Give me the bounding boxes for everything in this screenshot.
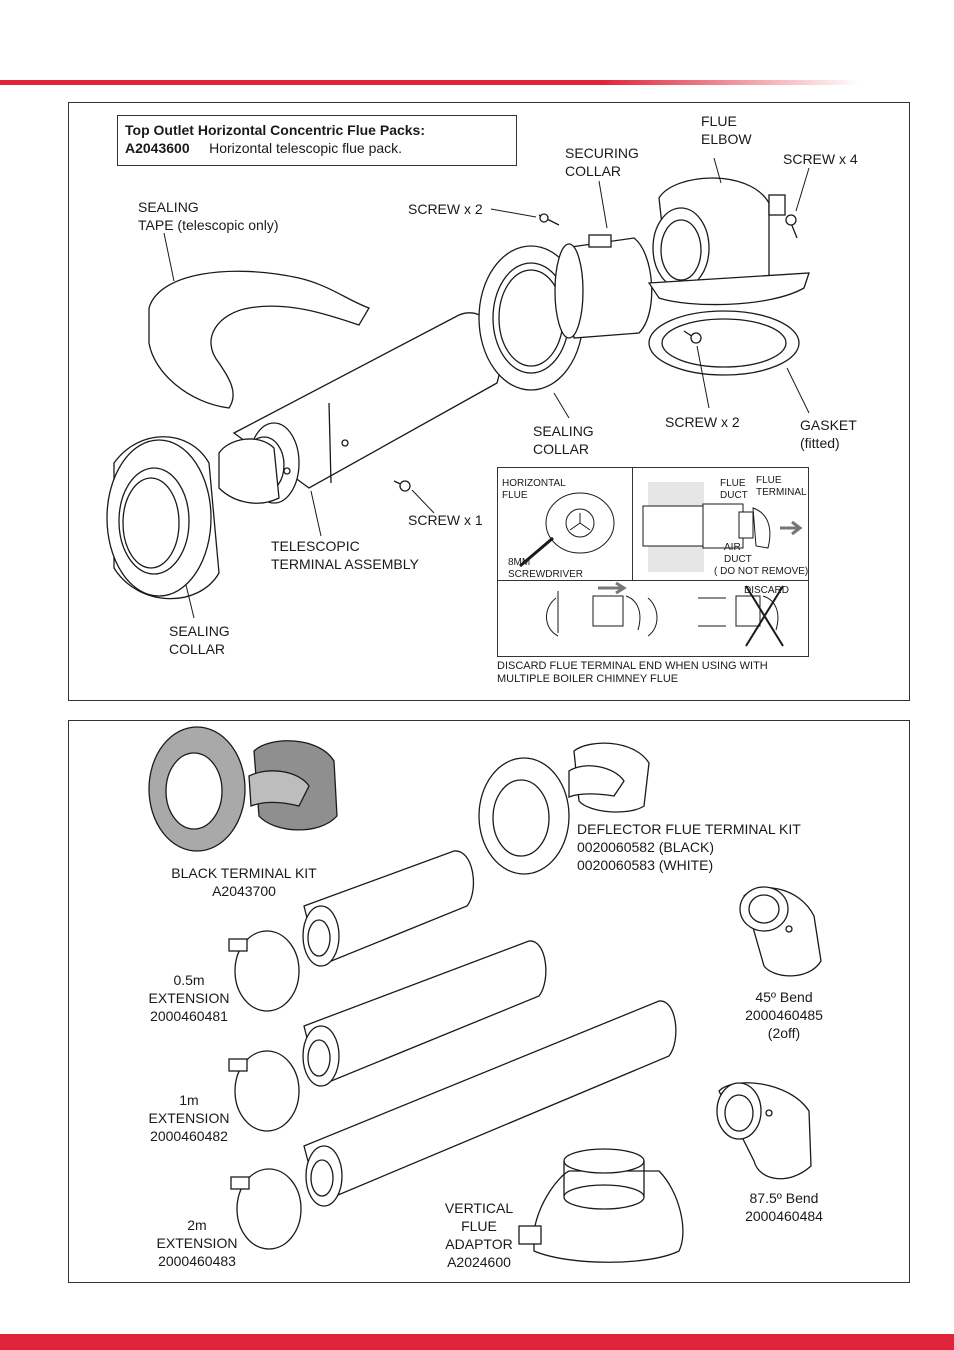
extension-1m-drawing	[228, 940, 547, 1132]
label-screw-x2-upper: SCREW x 2	[408, 201, 483, 217]
horizontal-flue-pack-panel: Top Outlet Horizontal Concentric Flue Pa…	[68, 102, 910, 701]
flue-pack-title-box: Top Outlet Horizontal Concentric Flue Pa…	[117, 115, 517, 166]
flue-pack-code: A2043600	[125, 140, 190, 156]
label-gasket: GASKET (fitted)	[800, 417, 857, 451]
bend-45-drawing	[739, 886, 822, 977]
exploded-flue-diagram	[106, 157, 810, 619]
bend-875-drawing	[716, 1082, 812, 1180]
flue-elbow-drawing	[647, 177, 810, 306]
extension-05m-drawing	[228, 850, 475, 1012]
label-discard: DISCARD	[744, 585, 790, 596]
black-terminal-kit-drawing	[148, 726, 338, 852]
label-vertical-flue-adaptor: VERTICAL FLUE ADAPTOR A2024600	[444, 1200, 514, 1270]
label-bend-875: 87.5º Bend 2000460484	[745, 1190, 823, 1224]
label-sealing-tape: SEALING TAPE (telescopic only)	[138, 199, 279, 233]
deflector-kit-drawing	[478, 742, 650, 875]
label-black-terminal-kit: BLACK TERMINAL KIT A2043700	[171, 865, 317, 899]
label-screw-x1: SCREW x 1	[408, 512, 483, 528]
label-horizontal-flue: HORIZONTAL FLUE	[502, 478, 566, 501]
label-deflector-kit: DEFLECTOR FLUE TERMINAL KIT 0020060582 (…	[577, 821, 801, 873]
label-screw-x2-lower: SCREW x 2	[665, 414, 740, 430]
label-sealing-collar-left: SEALING COLLAR	[169, 623, 230, 657]
flue-pack-desc: Horizontal telescopic flue pack.	[209, 140, 403, 156]
label-extension-1m: 1m EXTENSION 2000460482	[148, 1092, 230, 1144]
label-flue-elbow: FLUE ELBOW	[701, 113, 752, 147]
label-extension-2m: 2m EXTENSION 2000460483	[156, 1217, 238, 1269]
flue-accessories-panel: BLACK TERMINAL KIT A2043700 DEFLECTOR FL…	[68, 720, 910, 1283]
label-telescopic-terminal: TELESCOPIC TERMINAL ASSEMBLY	[271, 538, 419, 572]
inset-detail-drawing	[519, 482, 803, 647]
header-accent-rule	[0, 80, 860, 85]
telescopic-terminal-drawing	[218, 312, 502, 504]
leader-lines	[163, 157, 810, 619]
sealing-tape-drawing	[148, 270, 370, 409]
label-extension-05m: 0.5m EXTENSION 2000460481	[148, 972, 230, 1024]
label-screwdriver: 8MM SCREWDRIVER	[508, 557, 584, 580]
securing-collar-drawing	[554, 234, 653, 339]
discard-terminal-inset: HORIZONTAL FLUE 8MM SCREWDRIVER FLUE DUC…	[497, 467, 809, 657]
label-sealing-collar-mid: SEALING COLLAR	[533, 423, 594, 457]
label-flue-duct: FLUE DUCT	[720, 478, 748, 501]
footer-accent-bar	[0, 1334, 954, 1350]
sealing-collar-left-drawing	[106, 436, 220, 600]
vertical-flue-adaptor-drawing	[518, 1148, 684, 1263]
discard-note: DISCARD FLUE TERMINAL END WHEN USING WIT…	[497, 660, 768, 685]
extension-2m-drawing	[230, 1000, 677, 1250]
flue-pack-title: Top Outlet Horizontal Concentric Flue Pa…	[125, 122, 425, 138]
flue-accessories-diagram	[148, 726, 822, 1263]
screw-drawings	[393, 213, 798, 492]
label-securing-collar: SECURING COLLAR	[565, 145, 639, 179]
label-bend-45: 45º Bend 2000460485 (2off)	[745, 989, 823, 1041]
label-screw-x4: SCREW x 4	[783, 151, 858, 167]
label-air-duct: AIR DUCT ( DO NOT REMOVE)	[714, 542, 809, 577]
label-flue-terminal: FLUE TERMINAL	[756, 475, 807, 498]
gasket-drawing	[648, 310, 800, 376]
